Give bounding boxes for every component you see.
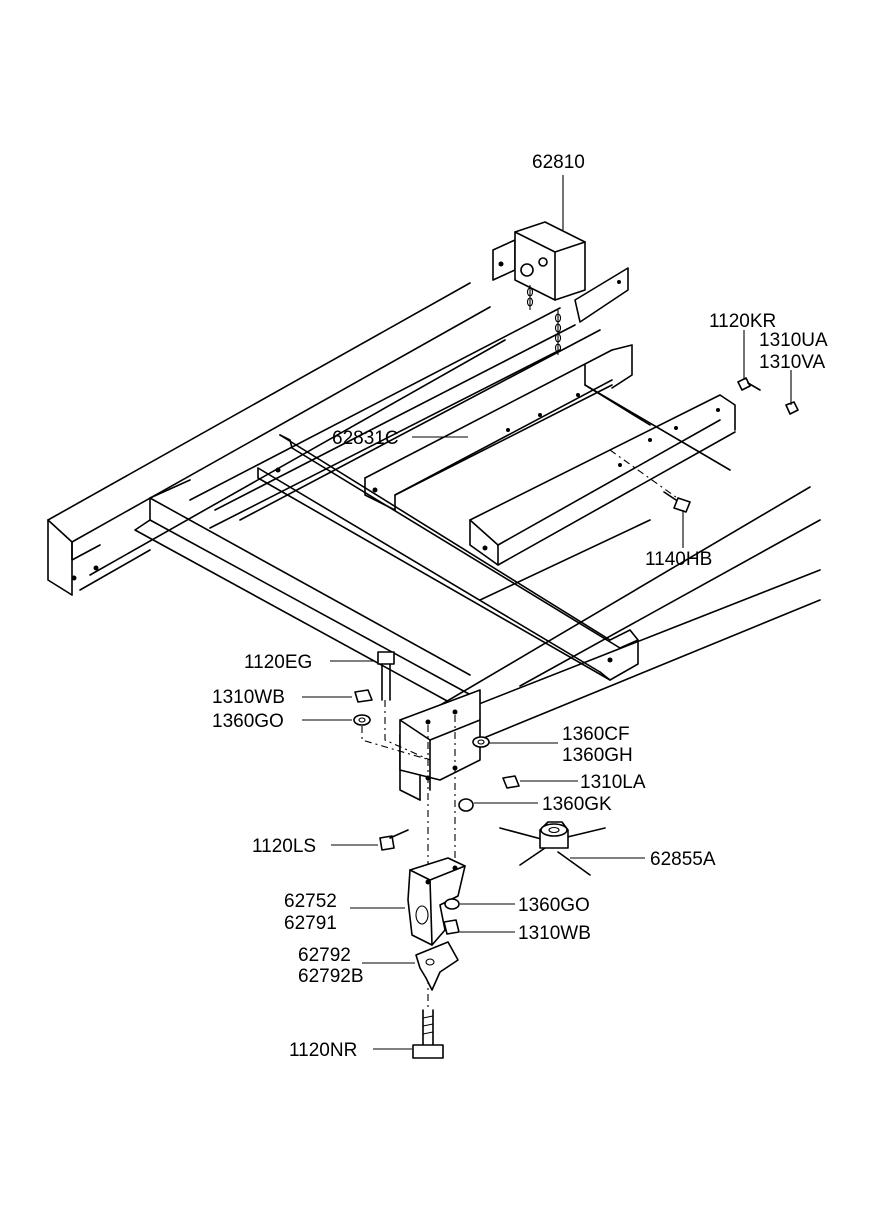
- label-62831C: 62831C: [332, 428, 399, 449]
- front-crossmember: [134, 307, 601, 709]
- leader-lines: [302, 175, 792, 1050]
- label-1310UA: 1310UA: [759, 330, 828, 351]
- label-1360GO-bottom: 1360GO: [518, 895, 590, 916]
- washer-1360GK: [458, 798, 474, 812]
- label-62792: 62792: [298, 945, 351, 966]
- label-1360GK: 1360GK: [542, 794, 612, 815]
- label-1120EG: 1120EG: [244, 652, 312, 673]
- label-1310VA: 1310VA: [759, 352, 826, 373]
- nut-1310WB-top: [354, 689, 373, 703]
- tow-hook-62752: [407, 857, 466, 946]
- label-62855A: 62855A: [650, 849, 716, 870]
- tow-hook-bracket: [399, 689, 481, 791]
- nut-1310WB-bottom: [443, 919, 460, 935]
- label-62810: 62810: [532, 152, 585, 173]
- label-1120KR: 1120KR: [709, 311, 776, 332]
- label-1140HB: 1140HB: [645, 549, 712, 570]
- bolt-1120EG: [377, 651, 395, 701]
- label-62792B: 62792B: [298, 966, 364, 987]
- bolt-1140HB: [663, 491, 691, 513]
- bolt-1120NR: [412, 1009, 444, 1059]
- label-1310WB-top: 1310WB: [212, 687, 285, 708]
- nut-1310UA: [785, 401, 799, 415]
- lug-wrench-62855A: [499, 821, 606, 876]
- label-1120NR: 1120NR: [289, 1040, 357, 1061]
- label-62791: 62791: [284, 913, 337, 934]
- label-1360GH: 1360GH: [562, 745, 633, 766]
- washer-1360CF: [472, 736, 490, 748]
- label-1310WB-bottom: 1310WB: [518, 923, 591, 944]
- nut-1310LA: [502, 775, 520, 789]
- label-62752: 62752: [284, 891, 337, 912]
- left-frame-rail: [47, 282, 506, 596]
- carrier-mount-bracket: [364, 344, 736, 566]
- label-1360CF: 1360CF: [562, 724, 630, 745]
- bolt-1120LS: [379, 829, 409, 851]
- hook-latch-62792: [415, 941, 459, 991]
- label-1310LA: 1310LA: [580, 772, 646, 793]
- washer-1360GO-bottom: [444, 898, 460, 910]
- washer-1360GO-top: [353, 714, 371, 726]
- bolt-1120KR: [737, 377, 761, 391]
- label-1360GO-top: 1360GO: [212, 711, 284, 732]
- spare-tire-carrier: [492, 221, 629, 355]
- right-frame-rail: [399, 486, 821, 801]
- label-1120LS: 1120LS: [252, 836, 316, 857]
- crossmember-bracket: [257, 434, 639, 681]
